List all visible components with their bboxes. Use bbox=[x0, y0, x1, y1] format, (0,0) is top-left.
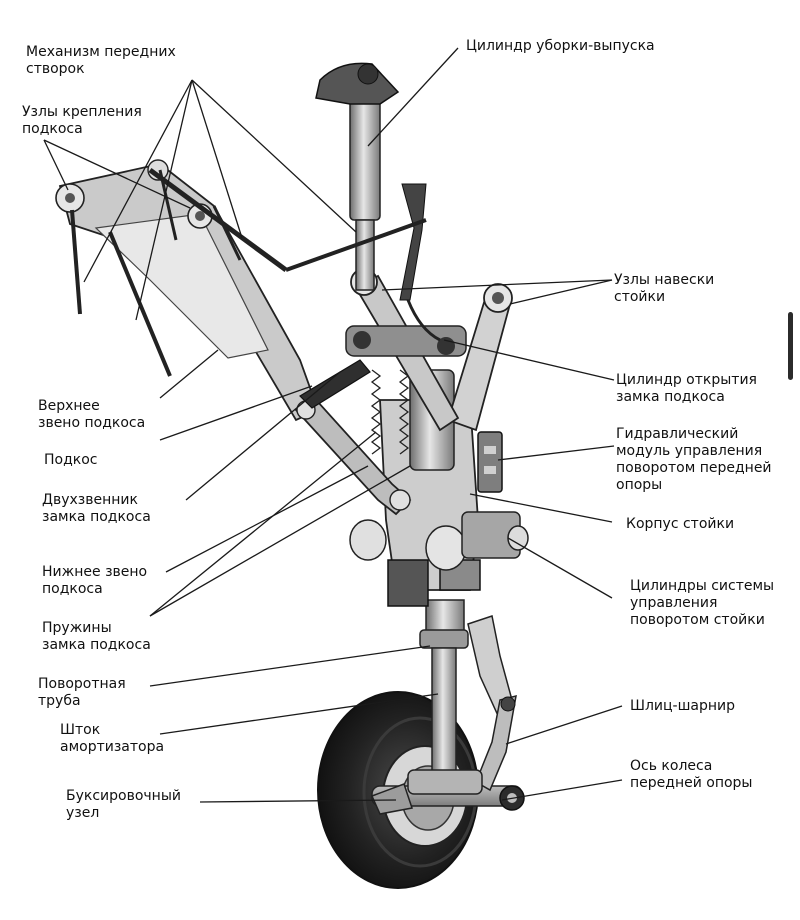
leader-lines bbox=[43, 47, 623, 803]
lock-springs bbox=[370, 369, 410, 455]
shock-strut-lower bbox=[407, 599, 483, 795]
label-strut-body: Корпус стойки bbox=[626, 516, 735, 532]
retract-cylinder bbox=[315, 62, 441, 342]
scrollbar[interactable] bbox=[788, 312, 793, 380]
label-retract-cylinder: Цилиндр уборки-выпуска bbox=[466, 38, 655, 54]
label-torque-link: Шлиц-шарнир bbox=[630, 698, 736, 714]
torque-link bbox=[467, 615, 517, 792]
lock-open-cylinder bbox=[345, 325, 467, 357]
label-strut: Подкос bbox=[44, 452, 98, 468]
hydraulic-module bbox=[477, 431, 503, 493]
lock-two-link bbox=[299, 359, 371, 409]
towing-unit bbox=[370, 783, 413, 815]
steering-cylinders bbox=[349, 511, 529, 571]
upper-strut-link bbox=[55, 159, 320, 422]
